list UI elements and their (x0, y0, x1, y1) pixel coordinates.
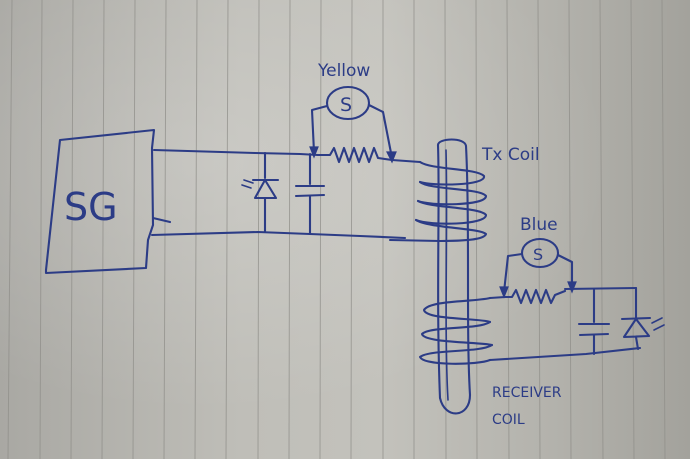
signal-generator-label: SG (64, 185, 118, 229)
receiver-label-line2: COIL (492, 412, 525, 428)
blue-meter-symbol: S (533, 245, 543, 264)
yellow-meter: Yellow S (309, 61, 397, 164)
rx-led-diode (620, 286, 665, 351)
blue-meter: Blue S (499, 215, 577, 299)
tx-led-diode (241, 151, 280, 234)
tx-resistor (316, 146, 422, 164)
rx-coil-windings: RECEIVER COIL (418, 296, 562, 428)
receiver-label-line1: RECEIVER (492, 385, 562, 401)
rx-resistor (503, 288, 567, 305)
yellow-meter-symbol: S (340, 94, 352, 116)
blue-meter-label: Blue (520, 215, 558, 235)
tx-coil-label: Tx Coil (481, 145, 540, 165)
tx-coil-windings: Tx Coil (414, 145, 540, 243)
signal-generator: SG (44, 128, 156, 275)
yellow-meter-label: Yellow (317, 61, 370, 81)
ferrite-core (436, 138, 472, 415)
tx-capacitor (294, 152, 326, 236)
yellow-meter-circle (325, 85, 371, 121)
rx-capacitor (577, 287, 611, 356)
secondary-wiring (488, 286, 642, 362)
